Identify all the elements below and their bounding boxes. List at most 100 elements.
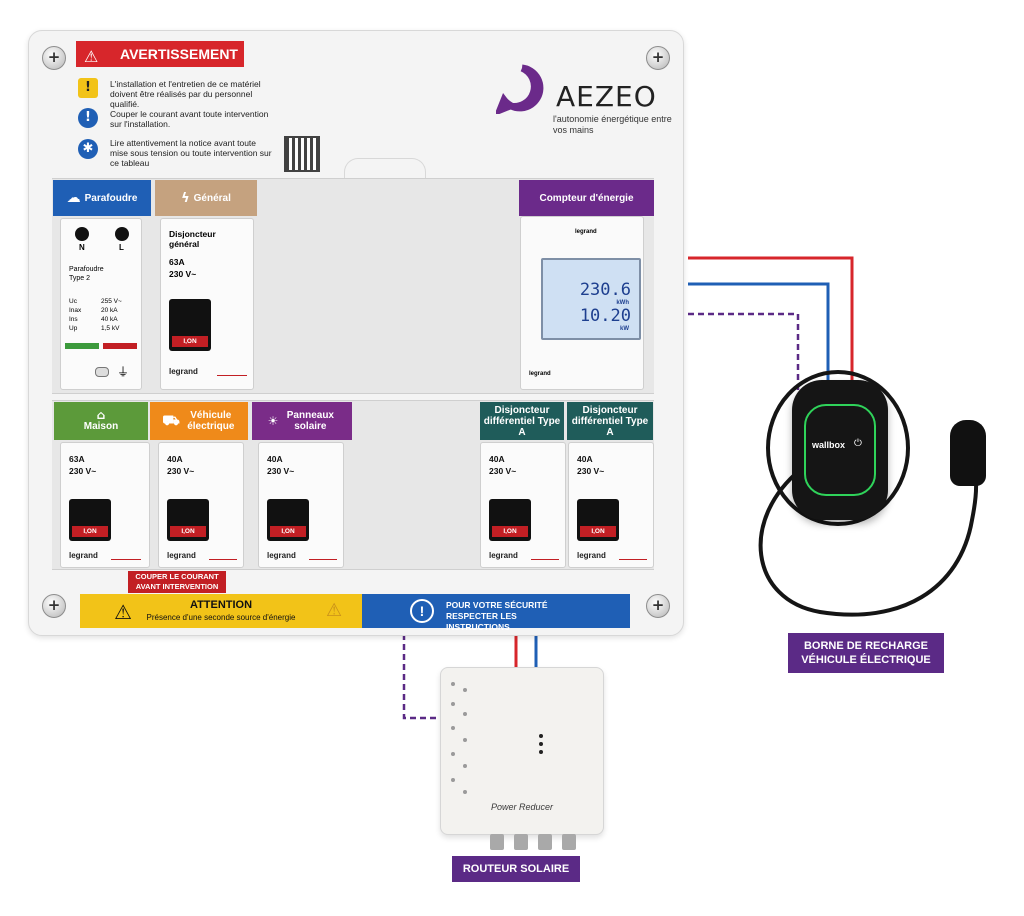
- screw-icon: +: [42, 46, 66, 70]
- status-indicator-red: [103, 343, 137, 349]
- meter-unit-2: kW: [620, 326, 629, 332]
- parafoudre-module: N L Parafoudre Type 2 Uc Inax Ins Up 255…: [60, 218, 142, 390]
- charging-plug-icon: ⏻: [854, 438, 862, 449]
- general-breaker-lever[interactable]: I,ON: [169, 299, 211, 351]
- differentiel-label-1: Disjoncteur différentiel Type A: [480, 402, 564, 440]
- general-breaker: Disjoncteur général 63A 230 V~ I,ON legr…: [160, 218, 254, 390]
- vent-dot: [451, 682, 455, 686]
- differentiel-label-2: Disjoncteur différentiel Type A: [567, 402, 653, 440]
- maison-breaker-lever[interactable]: I,ON: [69, 499, 111, 541]
- red-line: [309, 559, 337, 560]
- panneaux-breaker-lever[interactable]: I,ON: [267, 499, 309, 541]
- meter-reading-2: 10.20: [579, 306, 631, 326]
- differentiel-breaker-lever-2[interactable]: I,ON: [577, 499, 619, 541]
- charger-cable-coil: [766, 370, 910, 526]
- compteur-label: Compteur d'énergie: [519, 180, 654, 216]
- charger-cable: [758, 458, 979, 617]
- energy-meter: legrand 230.6 kWh 10.20 kW legrand: [520, 216, 644, 390]
- aezeo-logo-icon: [496, 64, 544, 114]
- cable-gland: [538, 834, 552, 850]
- meter-maker-top: legrand: [575, 229, 597, 235]
- vent-dot: [463, 712, 467, 716]
- meter-maker-bottom: legrand: [529, 371, 551, 377]
- general-label: ϟ Général: [155, 180, 257, 216]
- indicator-window: [95, 367, 109, 377]
- differentiel-breaker-lever-1[interactable]: I,ON: [489, 499, 531, 541]
- screw-icon: +: [646, 46, 670, 70]
- status-led: [539, 734, 543, 738]
- vent-dot: [451, 752, 455, 756]
- attention-text: Présence d'une seconde source d'énergie: [146, 613, 296, 622]
- lever-state: I,ON: [270, 526, 306, 537]
- manual-icon: ✱: [78, 139, 98, 159]
- data-wire-charger: [688, 312, 800, 392]
- maison-label: ⌂ Maison: [54, 402, 148, 440]
- attention-title: ATTENTION: [189, 599, 253, 611]
- terminal-n-icon: [75, 227, 89, 241]
- cable-gland: [490, 834, 504, 850]
- brand-name: AEZEO: [556, 80, 657, 113]
- vent-dot: [463, 764, 467, 768]
- lightning-icon: ϟ: [181, 190, 190, 206]
- general-breaker-name: Disjoncteur général: [169, 229, 216, 249]
- general-rating: 63A: [169, 257, 185, 267]
- panel-notch: [344, 158, 426, 181]
- lever-state: I,ON: [492, 526, 528, 537]
- vent-dot: [463, 688, 467, 692]
- charger-caption: BORNE DE RECHARGE VÉHICULE ÉLECTRIQUE: [788, 633, 944, 673]
- screw-icon: +: [646, 594, 670, 618]
- red-line: [619, 559, 647, 560]
- warning-triangle-icon: ⚠: [84, 47, 99, 66]
- vehicule-label: ⛟ Véhicule électrique: [150, 402, 248, 440]
- parafoudre-specs: Uc Inax Ins Up: [69, 298, 82, 332]
- maison-maker: legrand: [69, 551, 98, 560]
- lever-state: I,ON: [170, 526, 206, 537]
- cable-gland: [514, 834, 528, 850]
- panneaux-maker: legrand: [267, 551, 296, 560]
- securite-text: POUR VOTRE SÉCURITÉ RESPECTER LES INSTRU…: [446, 600, 548, 632]
- lever-state: I,ON: [580, 526, 616, 537]
- parafoudre-name: Parafoudre Type 2: [69, 266, 104, 282]
- terminal-n-label: N: [79, 243, 85, 252]
- differentiel-maker-1: legrand: [489, 551, 518, 560]
- lever-state: I,ON: [172, 336, 208, 347]
- red-line: [111, 559, 141, 560]
- meter-reading-1: 230.6: [579, 280, 631, 300]
- router-brand: Power Reducer: [491, 802, 554, 812]
- vehicule-breaker-lever[interactable]: I,ON: [167, 499, 209, 541]
- status-led: [539, 742, 543, 746]
- house-icon: ⌂: [96, 408, 106, 422]
- red-wire-charger: [688, 256, 854, 380]
- meter-display: 230.6 kWh 10.20 kW: [541, 258, 641, 340]
- ground-icon: ⏚: [117, 365, 130, 379]
- charger-led-ring: [804, 404, 876, 496]
- cut-power-notice: COUPER LE COURANT AVANT INTERVENTION: [128, 571, 226, 593]
- lightning-cloud-icon: ☁: [66, 189, 81, 206]
- blue-wire-charger: [688, 282, 830, 380]
- qr-code-icon: [284, 136, 320, 172]
- brand-tagline: l'autonomie énergétique entre vos mains: [553, 114, 672, 135]
- parafoudre-label: ☁ Parafoudre: [53, 180, 151, 216]
- panneaux-label: ☀ Panneaux solaire: [252, 402, 352, 440]
- vent-dot: [451, 702, 455, 706]
- warning-triangle-icon: !: [78, 78, 98, 98]
- data-wire-router: [402, 634, 442, 720]
- wallbox-charger: wallbox ⏻: [792, 380, 888, 520]
- status-indicator-green: [65, 343, 99, 349]
- exclamation-circle-icon: !: [78, 108, 98, 128]
- router-caption: ROUTEUR SOLAIRE: [452, 856, 580, 882]
- parafoudre-spec-values: 255 V~ 20 kA 40 kA 1,5 kV: [101, 298, 122, 332]
- warning-text-1: L'installation et l'entretien de ce maté…: [110, 79, 261, 109]
- solar-warning-icon: ⚠: [326, 600, 343, 621]
- warning-banner: ⚠ AVERTISSEMENT: [76, 41, 244, 67]
- solar-panel-icon: ☀: [267, 413, 279, 428]
- car-icon: ⛟: [162, 412, 180, 429]
- general-voltage: 230 V~: [169, 269, 197, 279]
- cable-gland: [562, 834, 576, 850]
